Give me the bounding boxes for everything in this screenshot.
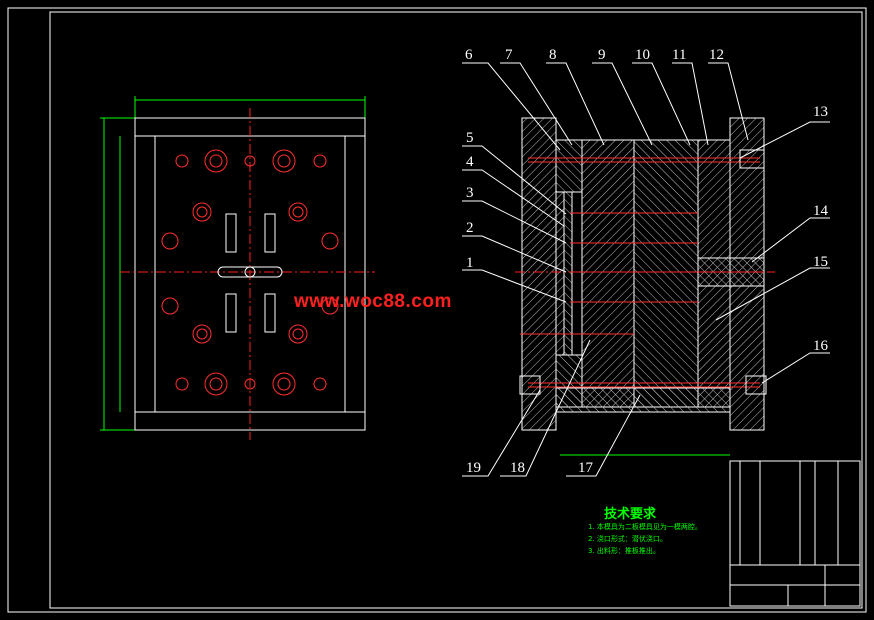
part-label-6: 6 — [465, 47, 473, 63]
section-view — [515, 117, 775, 456]
part-label-9: 9 — [598, 47, 606, 63]
part-label-15: 15 — [813, 254, 828, 270]
part-label-8: 8 — [549, 47, 557, 63]
part-label-13: 13 — [813, 104, 828, 120]
part-label-17: 17 — [578, 460, 593, 476]
part-label-2: 2 — [466, 220, 474, 236]
part-label-3: 3 — [466, 185, 474, 201]
part-label-7: 7 — [505, 47, 513, 63]
title-block — [729, 460, 861, 607]
part-label-5: 5 — [466, 130, 474, 146]
part-label-16: 16 — [813, 338, 828, 354]
part-label-19: 19 — [466, 460, 481, 476]
technical-requirement-item: 2. 浇口形式：潜伏浇口。 — [588, 535, 667, 543]
top-view — [100, 96, 375, 440]
part-label-4: 4 — [466, 154, 474, 170]
watermark: www.woc88.com — [294, 291, 452, 312]
inner-frame — [49, 11, 863, 609]
part-label-10: 10 — [635, 47, 650, 63]
technical-requirement-item: 3. 出料形：推板推出。 — [588, 547, 660, 555]
part-label-14: 14 — [813, 203, 828, 219]
technical-requirement-item: 1. 本模具为二板模具见为一模两腔。 — [588, 523, 702, 531]
outer-frame — [7, 7, 867, 613]
part-label-1: 1 — [466, 255, 474, 271]
leader-lines — [462, 62, 830, 477]
technical-requirements-title: 技术要求 — [604, 507, 657, 522]
part-label-12: 12 — [709, 47, 724, 63]
part-label-11: 11 — [672, 47, 687, 63]
part-label-18: 18 — [510, 460, 525, 476]
